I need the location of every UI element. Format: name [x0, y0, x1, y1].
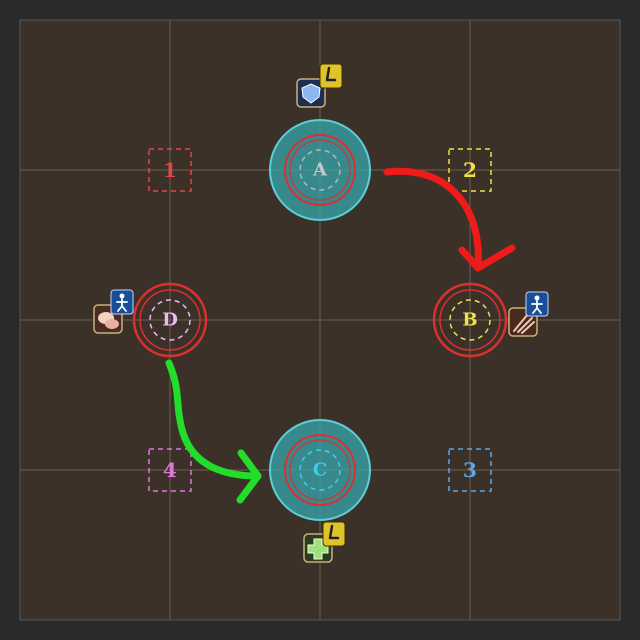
waymark-b: B [449, 299, 491, 341]
red-arrow [383, 167, 516, 272]
ring-b [432, 282, 508, 358]
waymark-3-label: 3 [463, 458, 477, 482]
tank-player [296, 63, 343, 108]
waymark-1-label: 1 [163, 158, 177, 182]
waymark-3: 3 [448, 448, 492, 492]
dps-right-player [508, 291, 549, 337]
healer-player [303, 521, 346, 563]
dps-left-player [93, 289, 134, 334]
lightning-badge-icon [322, 521, 346, 547]
aoe-a [269, 119, 371, 221]
waymark-4: 4 [148, 448, 192, 492]
waymark-d: D [149, 299, 191, 341]
waymark-1: 1 [148, 148, 192, 192]
waymark-a-label: A [312, 160, 328, 181]
waymark-4-label: 4 [163, 458, 177, 482]
aoe-c [269, 419, 371, 521]
waymark-c-label: C [313, 460, 327, 481]
waymark-b-label: B [462, 310, 477, 331]
waymark-a: A [299, 149, 341, 191]
waymark-c: C [299, 449, 341, 491]
lightning-badge-icon [319, 63, 343, 89]
waymark-d-label: D [162, 310, 178, 331]
green-arrow [165, 359, 262, 504]
waymark-2: 2 [448, 148, 492, 192]
ring-d [132, 282, 208, 358]
waymark-2-label: 2 [463, 158, 477, 182]
